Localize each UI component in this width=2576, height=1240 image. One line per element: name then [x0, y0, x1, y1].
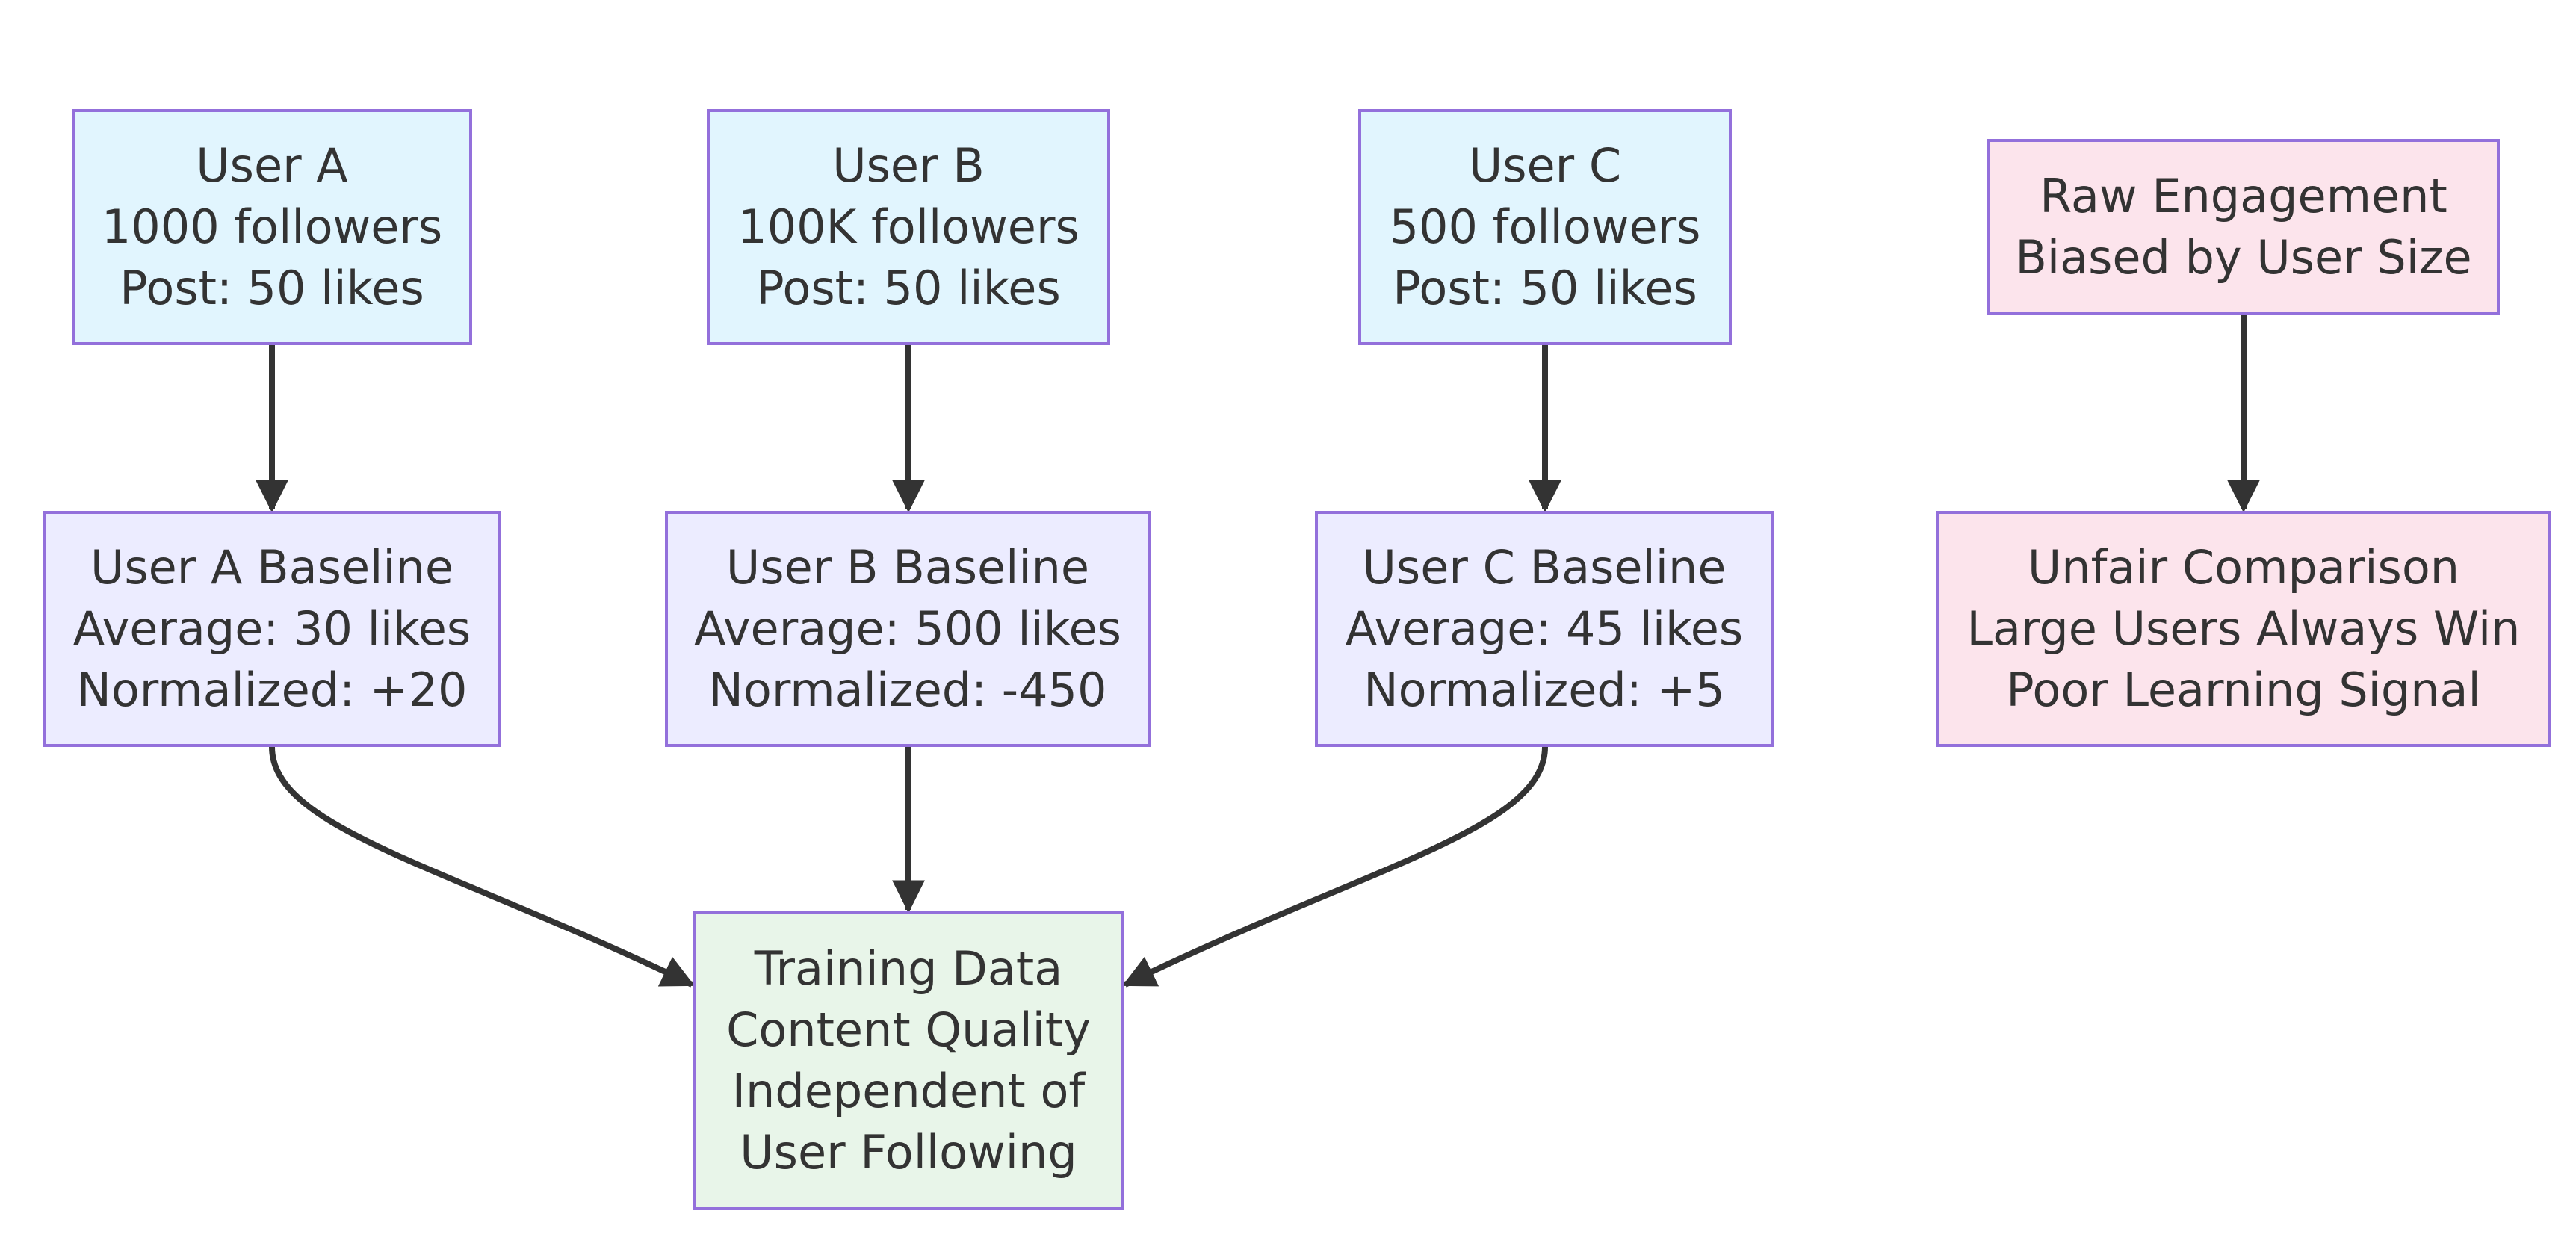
node-training-data: Training Data Content Quality Independen… [693, 911, 1124, 1210]
node-raw-engagement-label: Raw Engagement Biased by User Size [2015, 169, 2472, 285]
node-user-a-baseline-label: User A Baseline Average: 30 likes Normal… [72, 540, 471, 717]
node-user-b: User B 100K followers Post: 50 likes [707, 109, 1110, 345]
node-raw-engagement: Raw Engagement Biased by User Size [1987, 139, 2500, 315]
node-training-data-label: Training Data Content Quality Independen… [726, 941, 1091, 1179]
edge-baseline-c-to-training [1122, 746, 1548, 988]
node-user-b-label: User B 100K followers Post: 50 likes [737, 138, 1080, 315]
node-user-a-label: User A 1000 followers Post: 50 likes [101, 138, 443, 315]
edge-baseline-a-to-training [269, 746, 695, 988]
node-user-c-label: User C 500 followers Post: 50 likes [1389, 138, 1701, 315]
node-user-c: User C 500 followers Post: 50 likes [1358, 109, 1732, 345]
node-user-a: User A 1000 followers Post: 50 likes [72, 109, 472, 345]
node-user-c-baseline: User C Baseline Average: 45 likes Normal… [1315, 511, 1774, 747]
node-unfair-comparison-label: Unfair Comparison Large Users Always Win… [1966, 540, 2521, 717]
node-unfair-comparison: Unfair Comparison Large Users Always Win… [1936, 511, 2551, 747]
node-user-c-baseline-label: User C Baseline Average: 45 likes Normal… [1345, 540, 1744, 717]
node-user-b-baseline-label: User B Baseline Average: 500 likes Norma… [694, 540, 1121, 717]
node-user-a-baseline: User A Baseline Average: 30 likes Normal… [43, 511, 501, 747]
node-user-b-baseline: User B Baseline Average: 500 likes Norma… [665, 511, 1151, 747]
